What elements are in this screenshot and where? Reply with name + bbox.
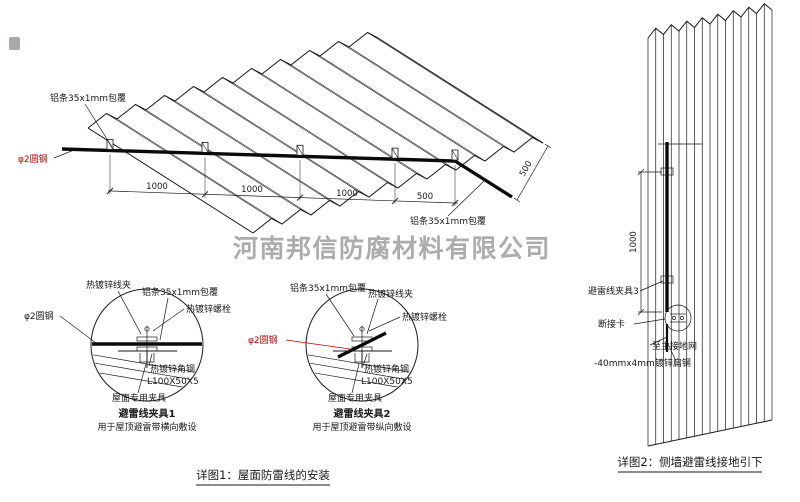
disconnect-card-callout: [664, 304, 692, 332]
detail-circle-2: [305, 288, 419, 402]
dim-label-500-right: 500: [518, 159, 535, 178]
wall-dim-label: 1000: [629, 231, 639, 253]
label-clamp3: 避雷线夹具3: [588, 285, 639, 297]
corrugated-side-wall: [647, 3, 773, 447]
corner-stamp: [9, 37, 20, 50]
leader-line: [53, 149, 75, 159]
c1-label-strip: 铝条35x1mm包覆: [142, 286, 218, 298]
dim-tick: [544, 143, 552, 149]
c2-label-wire-clip: 热镀锌线夹: [368, 288, 413, 300]
c1-label-fixture: 屋面专用夹具: [112, 392, 166, 404]
dim-label-1000-b: 1000: [241, 185, 263, 195]
roof-clamps-and-dimensions: [106, 139, 459, 207]
c1-label-wire-clip: 热镀锌线夹: [86, 279, 131, 291]
roof-fixture-bracket: [354, 353, 370, 363]
c1-label-bolt: 热镀锌螺栓: [186, 303, 231, 315]
leader-line: [84, 103, 113, 148]
bolt-head: [359, 326, 365, 332]
clamp1-detail-view: [90, 288, 204, 402]
leader-line: [447, 180, 485, 217]
dim-line-500-right: [516, 145, 549, 201]
clip-plate-bottom: [351, 346, 373, 352]
clip-plate-top: [136, 336, 158, 342]
roof-fixture-bracket: [139, 353, 155, 363]
c1-label-angle-size: L100X50X5: [147, 377, 199, 387]
c1-label-round-steel: φ2圆钢: [24, 310, 54, 322]
c2-label-round-steel: φ2圆钢: [248, 334, 278, 346]
label-aluminum-strip-top: 铝条35x1mm包覆: [50, 92, 126, 104]
label-aluminum-strip-bottom: 铝条35x1mm包覆: [410, 215, 486, 227]
roof-lightning-wire: [61, 147, 513, 199]
company-watermark: 河南邦信防腐材料有限公司: [233, 234, 551, 263]
wall-clamp-mark: [660, 167, 674, 176]
dim-label-1000-c: 1000: [336, 189, 358, 199]
clamp1-title: 避雷线夹具1: [118, 407, 176, 420]
detail-circle-1: [90, 288, 204, 402]
c2-label-fixture: 屋面专用夹具: [328, 392, 382, 404]
dim-label-500-a: 500: [417, 192, 433, 202]
c2-label-bolt: 热镀锌螺栓: [402, 311, 447, 323]
bolt-head: [144, 326, 150, 332]
dim-tick: [513, 197, 521, 203]
clamp2-title: 避雷线夹具2: [333, 407, 391, 420]
c2-label-angle-size: L100X50X5: [361, 377, 413, 387]
c2-label-strip: 铝条35x1mm包覆: [290, 282, 366, 294]
wall-clamp-mark: [660, 275, 674, 284]
corrugated-roof-sheet: [87, 31, 544, 234]
dim-label-1000-a: 1000: [146, 182, 168, 192]
label-flat-steel: -40mmx4mm镀锌扁钢: [594, 357, 691, 369]
label-disconnect-card: 断接卡: [598, 318, 625, 330]
detail2-caption: 详图2：侧墙避雷线接地引下: [617, 455, 762, 469]
clip-plate-bottom: [136, 346, 158, 352]
clamp1-subtitle: 用于屋顶避雷带横向敷设: [97, 421, 196, 433]
label-to-main-ground: 至主接地网: [652, 340, 697, 352]
label-round-steel-main: φ2圆钢: [18, 153, 48, 165]
c2-label-angle-steel: 热镀锌角钢: [364, 363, 409, 375]
c1-label-angle-steel: 热镀锌角钢: [150, 363, 195, 375]
clip-plate-top: [351, 336, 373, 342]
detail1-caption: 详图1：屋面防雷线的安装: [196, 468, 330, 482]
clamp2-subtitle: 用于屋顶避雷带纵向敷设: [312, 421, 411, 433]
clamp2-detail-view: [305, 288, 419, 402]
